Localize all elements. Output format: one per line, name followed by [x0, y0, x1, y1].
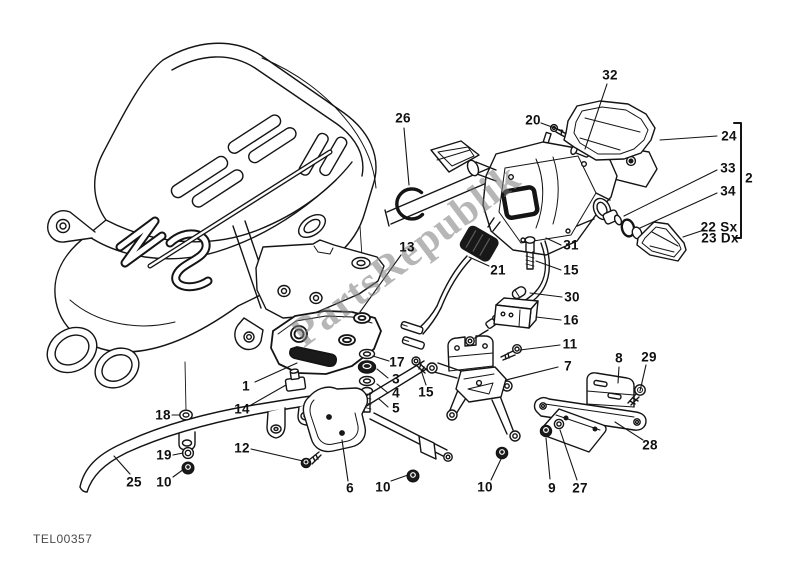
callout-10: 10 [156, 474, 172, 490]
callout-10: 10 [375, 479, 391, 495]
plate-support-arm [533, 372, 647, 453]
fasteners [179, 236, 536, 483]
relay-unit [493, 297, 539, 329]
callout-21: 21 [490, 262, 506, 278]
callout-15: 15 [418, 384, 434, 400]
callout-14: 14 [234, 401, 250, 417]
rubber-pad [284, 368, 307, 392]
callout-32: 32 [602, 67, 618, 83]
callout-28: 28 [642, 437, 658, 453]
callout-6: 6 [346, 480, 354, 496]
callout-9: 9 [548, 480, 556, 496]
callout-13: 13 [399, 239, 415, 255]
callout-17: 17 [389, 354, 405, 370]
callout-29: 29 [641, 349, 657, 365]
callout-26: 26 [395, 110, 411, 126]
callout-31: 31 [563, 237, 579, 253]
callout-30: 30 [564, 289, 580, 305]
callout-20: 20 [525, 112, 541, 128]
leader-lines [113, 83, 718, 482]
retaining-clip [395, 187, 425, 221]
group-bracket [733, 122, 742, 239]
callout-23-dx: 23 Dx [701, 230, 739, 246]
callout-1: 1 [242, 378, 250, 394]
callout-2: 2 [745, 170, 753, 186]
support-bracket [302, 360, 453, 462]
callout-4: 4 [392, 385, 400, 401]
callout-3: 3 [392, 371, 400, 387]
callout-15: 15 [563, 262, 579, 278]
callout-27: 27 [572, 480, 588, 496]
callout-24: 24 [721, 128, 737, 144]
turn-signal-lens-bottom [631, 221, 687, 262]
license-plate-holder [426, 335, 521, 442]
callout-7: 7 [564, 358, 572, 374]
figure-code: TEL00357 [33, 532, 93, 546]
muffler-logo [115, 149, 333, 292]
bulb-and-oring [602, 209, 636, 238]
callout-19: 19 [156, 447, 172, 463]
callout-10: 10 [477, 479, 493, 495]
callout-22-sx: 22 Sx [700, 219, 738, 235]
callout-34: 34 [720, 183, 736, 199]
callout-16: 16 [563, 312, 579, 328]
callout-5: 5 [392, 400, 400, 416]
bracket-plate [255, 239, 385, 319]
callout-8: 8 [615, 350, 623, 366]
callout-18: 18 [155, 407, 171, 423]
callout-11: 11 [562, 336, 578, 352]
exhaust-tips [46, 326, 140, 389]
callout-25: 25 [126, 474, 142, 490]
heat-guard-plate [270, 310, 382, 375]
callout-33: 33 [720, 160, 736, 176]
callout-12: 12 [234, 440, 250, 456]
wiring-harness [400, 217, 551, 350]
